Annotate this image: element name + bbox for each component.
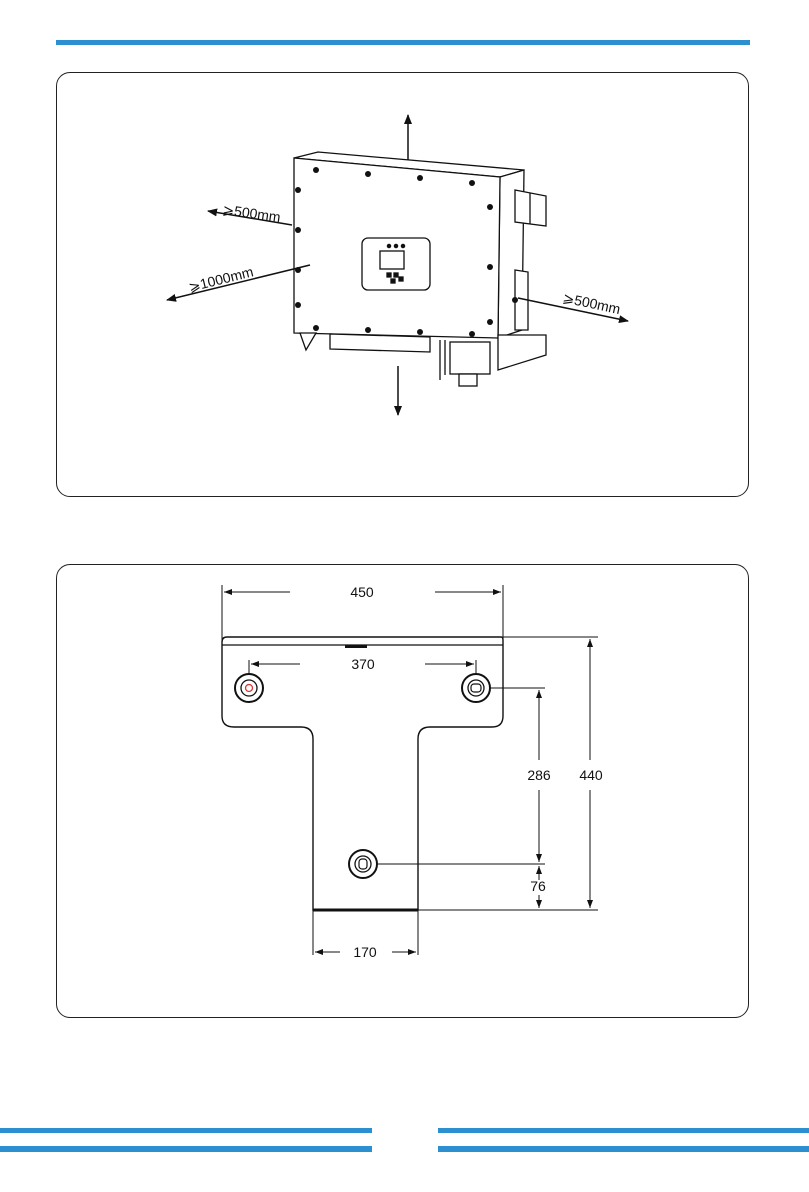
- dim-stem-width: 170: [353, 944, 377, 960]
- dim-hole-vertical: 286: [527, 767, 551, 783]
- dim-overall-width: 450: [350, 584, 374, 600]
- dim-overall-height: 440: [579, 767, 603, 783]
- dim-hole-spacing: 370: [351, 656, 375, 672]
- dim-bottom-offset: 76: [530, 878, 546, 894]
